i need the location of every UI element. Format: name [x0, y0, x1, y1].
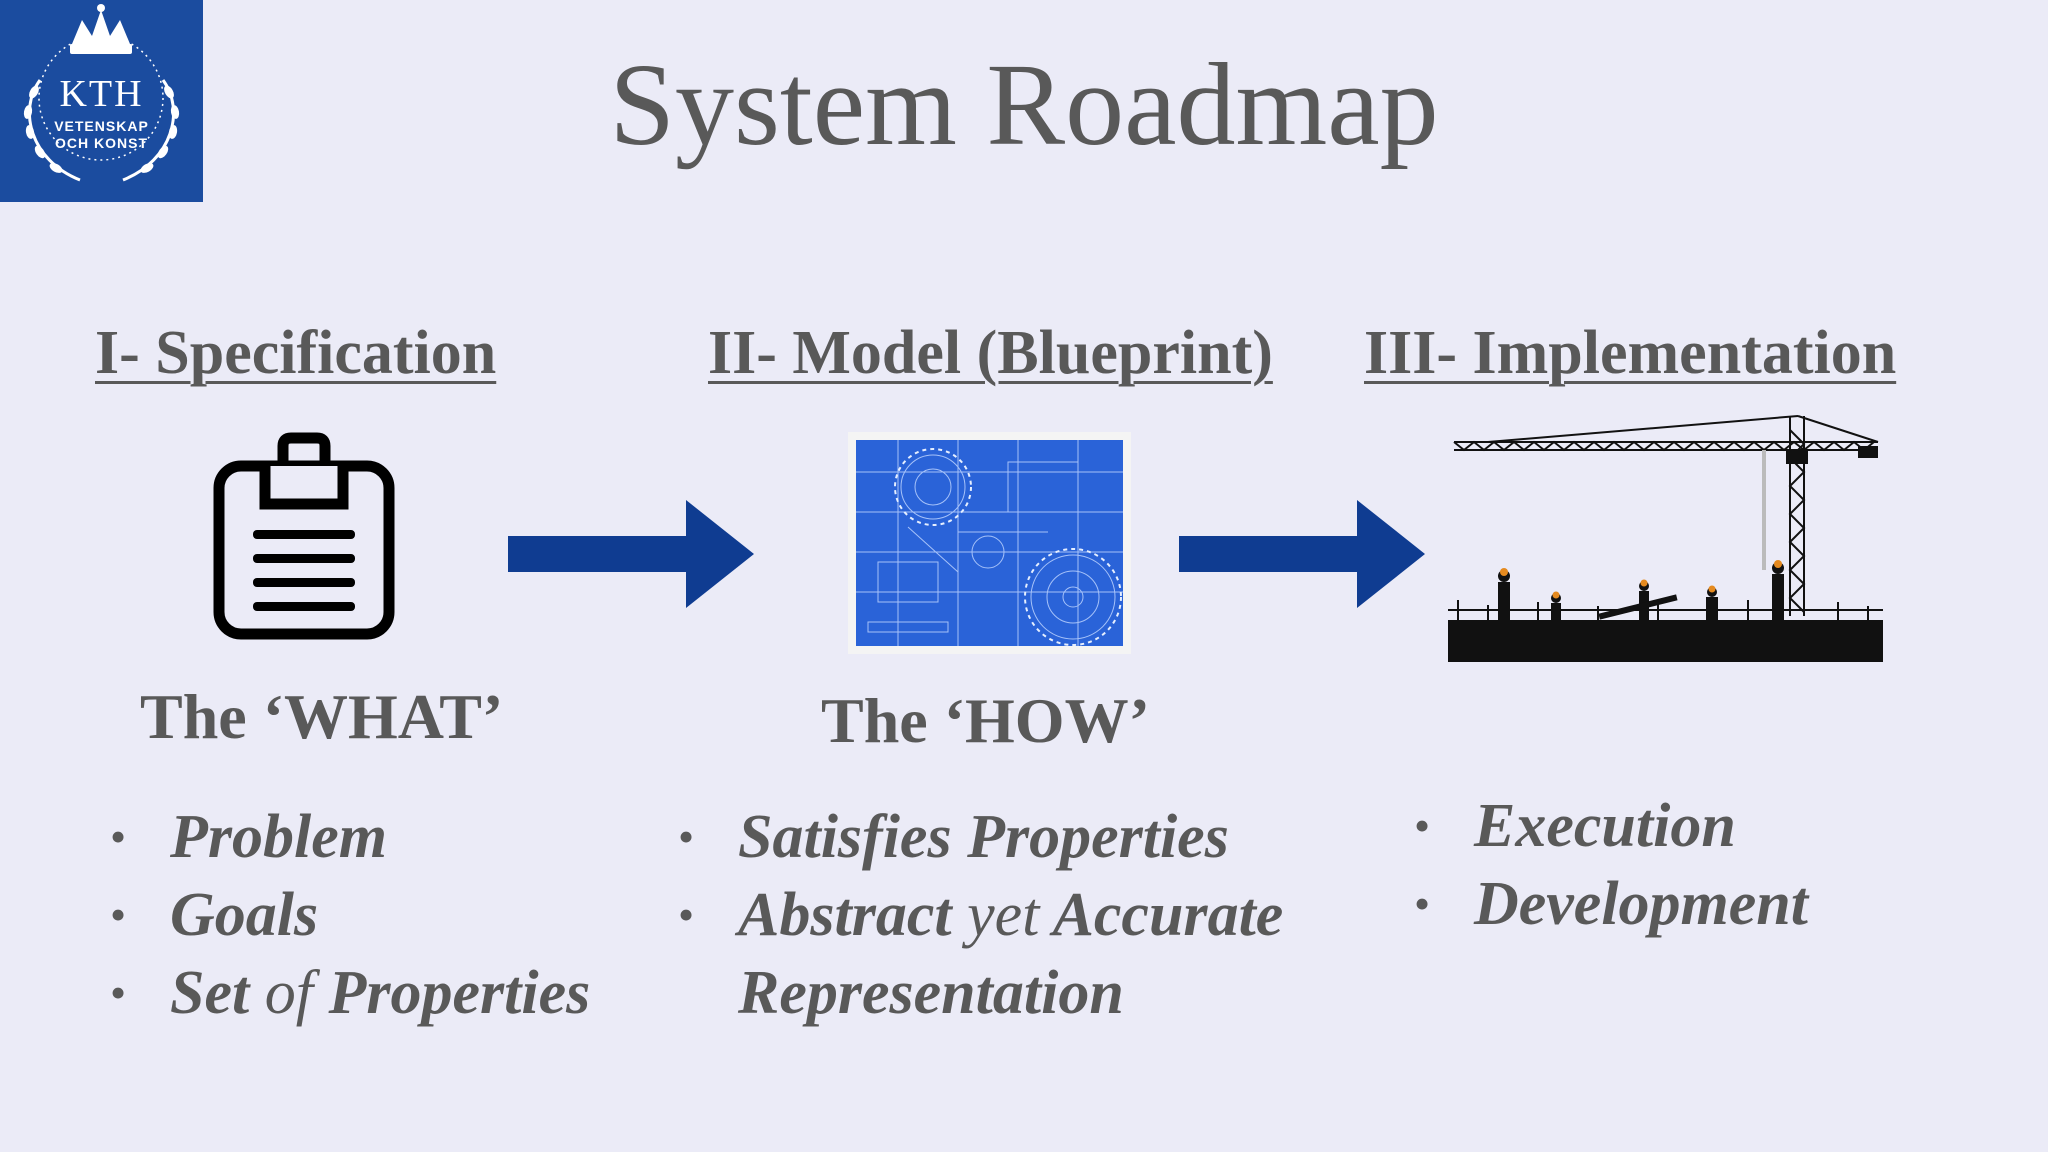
heading-implementation: III- Implementation	[1364, 319, 1897, 387]
list-item: •Abstract yet Accurate	[678, 881, 1284, 949]
right-arrow-icon	[1179, 500, 1425, 608]
subhead-what: The ‘WHAT’	[140, 681, 504, 752]
kth-logo: KTH VETENSKAP OCH KONST	[0, 0, 203, 202]
logo-motto-line1: VETENSKAP	[54, 118, 149, 134]
heading-specification: I- Specification	[95, 319, 497, 387]
list-item-continuation: Representation	[738, 959, 1124, 1027]
list-item: •Problem	[110, 803, 387, 871]
blueprint-image	[848, 432, 1131, 654]
list-item: •Satisfies Properties	[678, 803, 1229, 871]
crown-icon	[70, 4, 132, 54]
right-arrow-icon	[508, 500, 754, 608]
slide-title: System Roadmap	[609, 39, 1439, 170]
clipboard-icon	[213, 432, 395, 640]
construction-site-image	[1448, 415, 1883, 662]
list-item: •Development	[1414, 870, 1809, 938]
bullet-list-model: •Satisfies Properties •Abstract yet Accu…	[678, 798, 1283, 1032]
laurel-wreath-icon	[23, 4, 180, 182]
bullet-list-specification: •Problem •Goals •Set of Properties	[110, 798, 590, 1032]
bullet-list-implementation: •Execution •Development	[1414, 787, 1808, 943]
logo-text: KTH	[59, 73, 144, 115]
list-item: •Goals	[110, 881, 319, 949]
heading-model: II- Model (Blueprint)	[708, 319, 1273, 387]
subhead-how: The ‘HOW’	[821, 685, 1150, 756]
list-item: •Execution	[1414, 792, 1736, 860]
list-item: •Set of Properties	[110, 959, 591, 1027]
logo-motto-line2: OCH KONST	[55, 135, 148, 151]
